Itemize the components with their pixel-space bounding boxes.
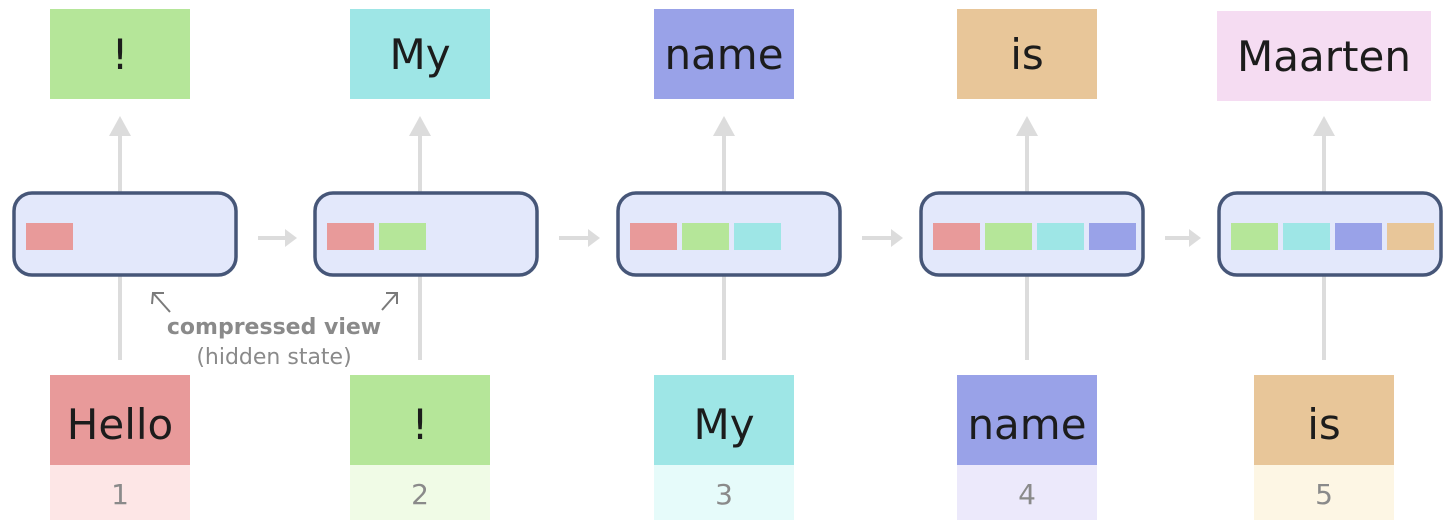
- input-token-box: [350, 375, 490, 465]
- annotation-arrow-right: [381, 293, 397, 311]
- hidden-state-block: [933, 223, 980, 250]
- hidden-state-block: [26, 223, 73, 250]
- hidden-state-block: [1387, 223, 1434, 250]
- state-transition-arrowhead: [285, 229, 297, 247]
- annotation-title: compressed view: [167, 315, 381, 340]
- position-label: 5: [1315, 478, 1333, 511]
- state-transition-arrowhead: [588, 229, 600, 247]
- hidden-state-block: [734, 223, 781, 250]
- input-token-box: [654, 375, 794, 465]
- step-5: Maarten is 5: [1217, 11, 1443, 520]
- state-transition-arrowhead: [891, 229, 903, 247]
- hidden-state-block: [1283, 223, 1330, 250]
- step-1: ! Hello 1: [12, 9, 238, 520]
- output-token-label: is: [1010, 30, 1044, 79]
- input-token-label: name: [967, 400, 1086, 449]
- state-transition-arrowhead: [1189, 229, 1201, 247]
- input-token-label: Hello: [67, 400, 173, 449]
- position-box: [1254, 465, 1394, 520]
- output-arrowhead: [109, 116, 131, 136]
- annotation-arrowhead-right: [386, 292, 398, 304]
- output-token-box: [957, 9, 1097, 99]
- position-box: [50, 465, 190, 520]
- output-token-box: [654, 9, 794, 99]
- output-token-box: [50, 9, 190, 99]
- hidden-state-block: [1231, 223, 1278, 250]
- hidden-state-block: [1037, 223, 1084, 250]
- step-2: My! 2: [313, 9, 539, 520]
- output-token-box: [1217, 11, 1431, 101]
- position-box: [350, 465, 490, 520]
- output-arrowhead: [409, 116, 431, 136]
- position-box: [957, 465, 1097, 520]
- hidden-state-block: [1335, 223, 1382, 250]
- hidden-state-block: [682, 223, 729, 250]
- annotation: compressed view (hidden state): [151, 292, 398, 370]
- hidden-state-block: [1089, 223, 1136, 250]
- output-arrowhead: [713, 116, 735, 136]
- annotation-subtitle: (hidden state): [196, 345, 351, 370]
- output-token-label: My: [389, 30, 450, 79]
- input-token-label: is: [1307, 400, 1341, 449]
- hidden-state-block: [985, 223, 1032, 250]
- input-token-box: [957, 375, 1097, 465]
- input-token-box: [1254, 375, 1394, 465]
- input-token-label: My: [693, 400, 754, 449]
- annotation-arrowhead-left: [151, 292, 164, 305]
- position-label: 1: [111, 478, 129, 511]
- output-arrowhead: [1313, 116, 1335, 136]
- position-label: 3: [715, 478, 733, 511]
- hidden-state-block: [327, 223, 374, 250]
- annotation-arrow-left: [153, 293, 171, 313]
- input-token-box: [50, 375, 190, 465]
- connectors: [258, 229, 1201, 247]
- hidden-state-block: [379, 223, 426, 250]
- output-token-label: Maarten: [1237, 32, 1411, 81]
- output-arrowhead: [1016, 116, 1038, 136]
- position-label: 4: [1018, 478, 1036, 511]
- input-token-label: !: [412, 400, 429, 449]
- step-4: is name 4: [919, 9, 1145, 520]
- output-token-box: [350, 9, 490, 99]
- position-label: 2: [411, 478, 429, 511]
- output-token-label: name: [664, 30, 783, 79]
- position-box: [654, 465, 794, 520]
- hidden-state-block: [630, 223, 677, 250]
- output-token-label: !: [112, 30, 129, 79]
- hidden-state-box: [12, 191, 238, 277]
